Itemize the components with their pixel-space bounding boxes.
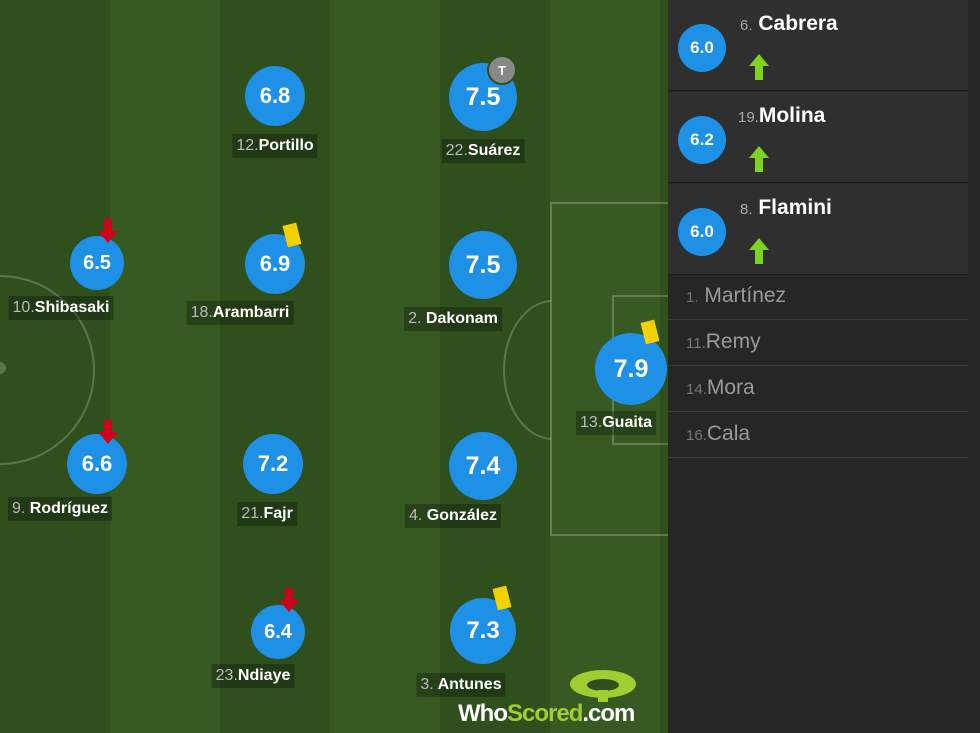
player-label: 6. Cabrera	[740, 12, 838, 35]
player-label: 4. González	[404, 504, 502, 528]
whoscored-logo-icon	[570, 670, 636, 702]
player-label: 18.Arambarri	[186, 301, 294, 325]
pitch: 6.8 12.Portillo 7.5 T 22.Suárez 6.5 10.S…	[0, 0, 668, 733]
player-rating: 7.3	[450, 598, 516, 664]
player-label: 22.Suárez	[441, 139, 525, 163]
player-label: 1. Martínez	[686, 284, 787, 307]
player-label: 21.Fajr	[237, 502, 297, 526]
player-rating: 6.6	[67, 434, 127, 494]
player-rating: 7.5	[449, 231, 517, 299]
sub-on-arrow-icon	[749, 146, 769, 172]
player-rating: 6.0	[678, 24, 726, 72]
player-label: 14.Mora	[686, 376, 755, 399]
unused-substitute-row[interactable]: 11.Remy	[668, 320, 968, 366]
player-rating: 6.0	[678, 208, 726, 256]
player-label: 9. Rodríguez	[7, 497, 113, 521]
sub-off-arrow-icon	[98, 219, 118, 243]
whoscored-logo: WhoScored.com	[458, 700, 635, 727]
sub-on-arrow-icon	[749, 54, 769, 80]
bench-panel: 6.0 6. Cabrera 6.2 19.Molina 6.0 8. Flam…	[668, 0, 980, 733]
unused-substitute-row[interactable]: 16.Cala	[668, 412, 968, 458]
substitute-row[interactable]: 6.0 6. Cabrera	[668, 0, 968, 91]
unused-substitute-row[interactable]: 1. Martínez	[668, 274, 968, 320]
sub-off-arrow-icon	[98, 420, 118, 444]
player-label: 2. Dakonam	[404, 307, 502, 331]
penalty-area	[550, 202, 668, 536]
sub-on-arrow-icon	[749, 238, 769, 264]
player-rating: 6.2	[678, 116, 726, 164]
player-label: 19.Molina	[738, 104, 826, 127]
substitute-row[interactable]: 6.0 8. Flamini	[668, 184, 968, 275]
player-rating: 6.8	[245, 66, 305, 126]
player-label: 12.Portillo	[232, 134, 318, 158]
player-rating: 7.2	[243, 434, 303, 494]
player-rating: 7.4	[449, 432, 517, 500]
player-label: 3. Antunes	[416, 673, 506, 697]
sub-off-arrow-icon	[279, 588, 299, 612]
captain-badge: T	[487, 55, 517, 85]
player-label: 11.Remy	[686, 330, 761, 353]
player-label: 16.Cala	[686, 422, 751, 445]
player-label: 13.Guaita	[575, 411, 657, 435]
player-rating: 7.9	[595, 333, 667, 405]
player-label: 23.Ndiaye	[211, 664, 295, 688]
player-label: 10.Shibasaki	[8, 296, 114, 320]
player-rating: 6.5	[70, 236, 124, 290]
player-rating: 6.4	[251, 605, 305, 659]
substitute-row[interactable]: 6.2 19.Molina	[668, 92, 968, 183]
player-label: 8. Flamini	[740, 196, 832, 219]
unused-substitute-row[interactable]: 14.Mora	[668, 366, 968, 412]
center-spot	[0, 362, 6, 374]
